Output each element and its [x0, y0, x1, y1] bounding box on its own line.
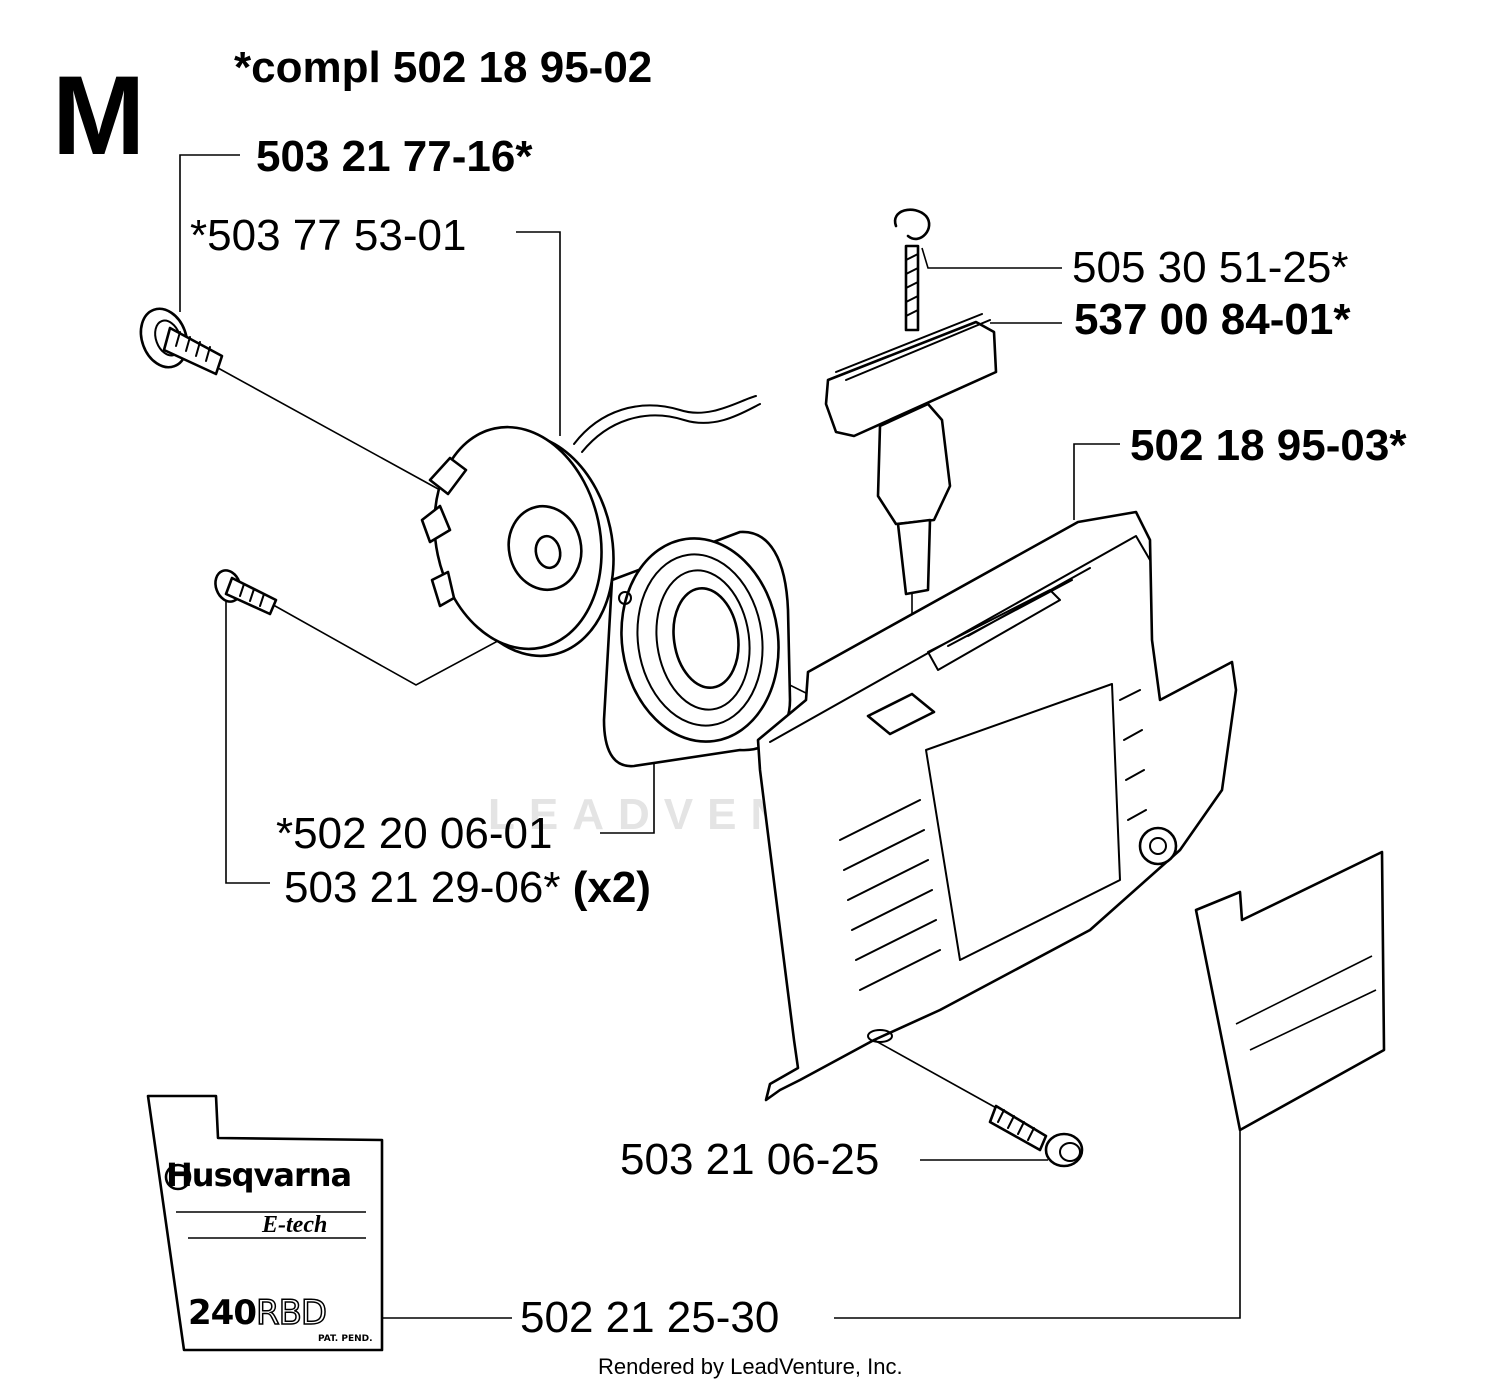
bottom-screw-part — [988, 1104, 1084, 1168]
leader-screw — [225, 598, 270, 884]
label-bottom-screw: 503 21 06-25 — [620, 1135, 880, 1184]
label-screw-number: 503 21 29-06* — [284, 863, 561, 912]
leader-spring — [600, 760, 655, 834]
label-decal: 502 21 25-30 — [520, 1293, 780, 1342]
bolt-washer-part — [139, 307, 224, 376]
label-spring-cassette: *502 20 06-01 — [276, 809, 553, 858]
label-screw: 503 21 29-06* (x2) — [284, 866, 651, 910]
screw-part — [214, 569, 278, 616]
leader-bolt-axis — [217, 367, 441, 491]
label-pulley: *503 77 53-01 — [190, 211, 467, 260]
header-part-label: *compl 502 18 95-02 — [234, 43, 653, 92]
decal-sub: E-tech — [262, 1212, 328, 1238]
label-handle: 537 00 84-01* — [1074, 295, 1351, 344]
handle-part — [824, 208, 998, 596]
husqvarna-decal — [146, 1094, 384, 1352]
cover-part — [756, 510, 1238, 1102]
leader-bolt-washer — [179, 154, 240, 312]
decal-model-suffix: RBD — [255, 1292, 328, 1334]
label-screw-qty: (x2) — [572, 863, 651, 912]
decal-pat: PAT. PEND. — [318, 1334, 373, 1344]
leader-pulley — [516, 231, 561, 436]
decal-brand: Husqvarna — [166, 1156, 352, 1194]
decal-model: 240RBD — [188, 1292, 328, 1334]
leader-cover — [1073, 443, 1120, 520]
section-letter: M — [52, 53, 145, 178]
label-bolt-washer: 503 21 77-16* — [256, 132, 533, 181]
label-cover: 502 18 95-03* — [1130, 421, 1407, 470]
leader-bottom-axis — [873, 1039, 1001, 1111]
leader-decal-right — [834, 1130, 1241, 1319]
decal-plate-part — [1194, 850, 1386, 1132]
decal-model-number: 240 — [188, 1293, 257, 1333]
spring-cassette-part — [602, 530, 792, 768]
leader-cord — [921, 247, 1062, 269]
pulley-part — [420, 395, 761, 658]
render-credit: Rendered by LeadVenture, Inc. — [598, 1354, 903, 1379]
label-cord: 505 30 51-25* — [1072, 243, 1349, 292]
